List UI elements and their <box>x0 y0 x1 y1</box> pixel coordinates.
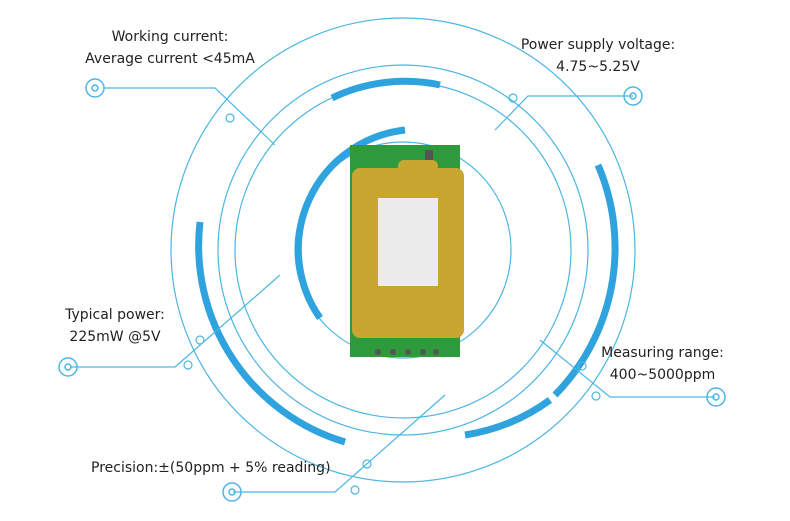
sensor-module <box>350 145 464 357</box>
precision-label: Precision:±(50ppm + 5% reading) <box>91 460 331 476</box>
thick-arc-inner <box>294 126 406 321</box>
outer-ring <box>170 17 636 483</box>
thick-arc-top <box>330 77 441 102</box>
thick-arc-left <box>195 221 347 446</box>
power-supply-value: 4.75~5.25V <box>556 59 640 75</box>
measuring-range-label: Measuring range: 400~5000ppm <box>590 342 735 386</box>
working-current-label: Working current: Average current <45mA <box>60 26 280 70</box>
typical-power-title: Typical power: <box>65 307 165 323</box>
power-supply-label: Power supply voltage: 4.75~5.25V <box>508 34 688 78</box>
middle-ring <box>217 64 589 436</box>
measuring-range-title: Measuring range: <box>601 345 724 361</box>
typical-power-label: Typical power: 225mW @5V <box>55 304 175 348</box>
working-current-value: Average current <45mA <box>85 51 255 67</box>
thick-arc-bottom <box>464 397 553 439</box>
typical-power-value: 225mW @5V <box>69 329 161 345</box>
power-supply-title: Power supply voltage: <box>520 37 676 53</box>
measuring-range-value: 400~5000ppm <box>609 367 716 383</box>
working-current-title: Working current: <box>111 29 229 45</box>
